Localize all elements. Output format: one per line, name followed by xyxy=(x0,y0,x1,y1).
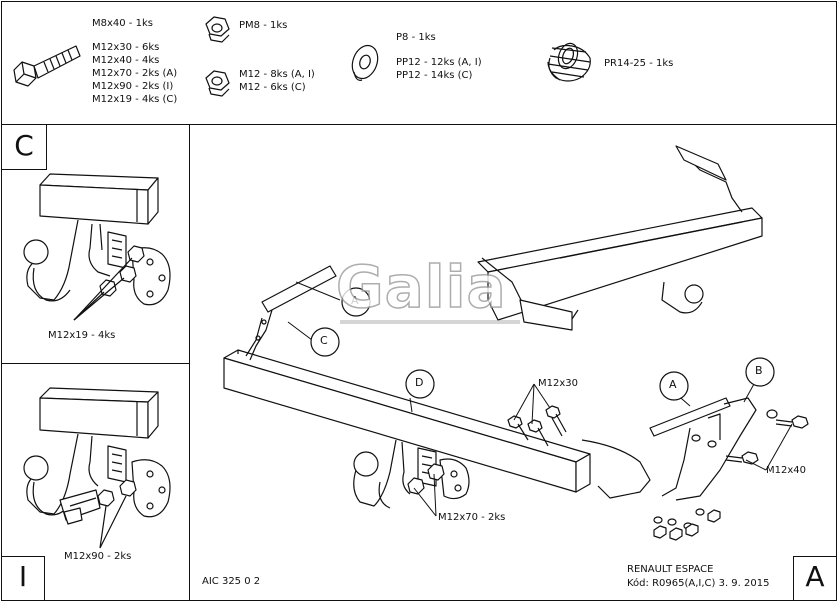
kod-date: Kód: R0965(A,I,C) 3. 9. 2015 xyxy=(627,578,770,589)
variant-i-bolt: M12x90 - 2ks xyxy=(64,551,132,562)
callout-c xyxy=(310,327,340,357)
brand-logo xyxy=(340,320,520,324)
callout-c-label: C xyxy=(320,334,328,347)
bracket-a-left xyxy=(245,265,337,361)
variant-i-label: I xyxy=(18,560,28,593)
label-m12x70: M12x70 - 2ks xyxy=(438,512,506,523)
callout-d xyxy=(405,369,435,399)
part-bolt-list-0: M12x30 - 6ks xyxy=(92,42,160,53)
variant-i-tag: I xyxy=(1,556,45,601)
nut-icon xyxy=(205,70,230,97)
bolt-set xyxy=(507,405,809,465)
variant-i-detail xyxy=(23,387,171,549)
variant-c-tag: C xyxy=(1,124,47,170)
variant-c-label: C xyxy=(14,129,34,162)
header-divider xyxy=(1,124,837,125)
part-bolt-m8: M8x40 - 1ks xyxy=(92,18,153,29)
callout-d-label: D xyxy=(415,376,424,389)
callout-a-left xyxy=(341,287,371,317)
part-bolt-list-1: M12x40 - 4ks xyxy=(92,55,160,66)
label-m12x30: M12x30 xyxy=(538,378,578,389)
part-nut-m12-0: M12 - 8ks (A, I) xyxy=(239,69,315,80)
callout-a-left-label: A xyxy=(351,294,359,307)
part-washer-p8: P8 - 1ks xyxy=(396,32,436,43)
bracket-a-right xyxy=(581,397,731,499)
callout-b-label: B xyxy=(755,364,763,377)
left-panel-divider xyxy=(189,124,190,601)
part-bolt-list-3: M12x90 - 2ks (I) xyxy=(92,81,174,92)
callout-a-right xyxy=(659,371,689,401)
bolt-icon xyxy=(13,45,81,87)
variant-c-bolt: M12x19 - 4ks xyxy=(48,330,116,341)
variant-divider xyxy=(1,363,189,364)
part-washer-pp12-1: PP12 - 14ks (C) xyxy=(396,70,473,81)
spring-icon xyxy=(547,42,591,82)
leader-lines xyxy=(287,281,793,517)
sheet-tag: A xyxy=(793,556,837,601)
part-washer-pp12-0: PP12 - 12ks (A, I) xyxy=(396,57,482,68)
label-m12x40: M12x40 xyxy=(766,465,806,476)
brand-watermark: Galia xyxy=(335,252,507,322)
nut-icon xyxy=(205,16,230,43)
bracket-b-right xyxy=(675,397,757,501)
part-nut-m12-1: M12 - 6ks (C) xyxy=(239,82,306,93)
callout-b xyxy=(745,357,775,387)
fastener-set xyxy=(653,409,778,541)
washer-icon xyxy=(351,44,379,81)
part-spring: PR14-25 - 1ks xyxy=(604,58,674,69)
main-crossbeam xyxy=(223,349,591,493)
vehicle-name: RENAULT ESPACE xyxy=(627,564,714,575)
callout-a-right-label: A xyxy=(669,378,677,391)
upper-crossbeam xyxy=(477,145,763,331)
part-bolt-list-2: M12x70 - 2ks (A) xyxy=(92,68,178,79)
part-nut-pm8: PM8 - 1ks xyxy=(239,20,288,31)
drawing-code: AIC 325 0 2 xyxy=(202,576,261,587)
variant-c-detail xyxy=(23,173,171,321)
sheet-label: A xyxy=(805,560,825,593)
part-bolt-list-4: M12x19 - 4ks (C) xyxy=(92,94,178,105)
tow-ball xyxy=(353,439,470,509)
